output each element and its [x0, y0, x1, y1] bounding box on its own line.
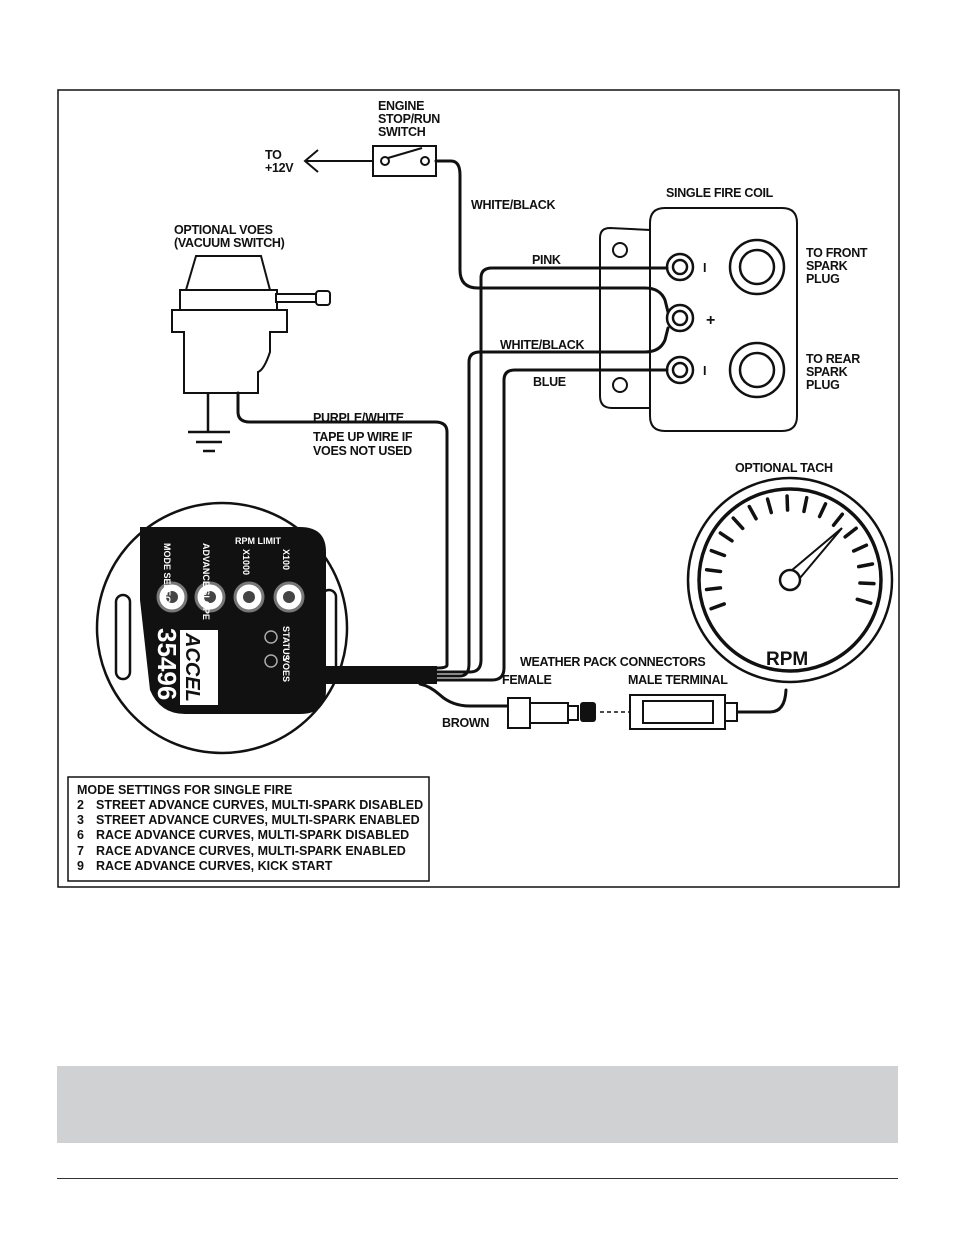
mode-row-text: STREET ADVANCE CURVES, MULTI-SPARK DISAB… [96, 798, 423, 812]
to-front-spark-plug-label-3: PLUG [806, 272, 840, 286]
weather-pack-male [629, 694, 738, 730]
female-label: FEMALE [502, 673, 552, 687]
tach-tick [843, 526, 858, 539]
mode-row-text: STREET ADVANCE CURVES, MULTI-SPARK ENABL… [96, 813, 420, 827]
brown-label: BROWN [442, 716, 489, 730]
tach-tick [817, 502, 828, 519]
tach-tick [704, 568, 723, 574]
white-black-mid-label: WHITE/BLACK [500, 338, 584, 352]
tach-tick [709, 602, 726, 611]
optional-voes-label-2: (VACUUM SWITCH) [174, 236, 285, 250]
optional-tachometer [686, 476, 894, 684]
voes-vacuum-switch [171, 255, 331, 453]
mode-settings-title: MODE SETTINGS FOR SINGLE FIRE [77, 783, 292, 797]
single-fire-coil-label: SINGLE FIRE COIL [666, 186, 774, 200]
to-12v-arrow [303, 149, 373, 173]
weather-pack-female [507, 697, 596, 729]
tach-rpm-label: RPM [766, 649, 808, 670]
weather-pack-label: WEATHER PACK CONNECTORS [520, 655, 705, 669]
optional-voes-label-1: OPTIONAL VOES [174, 223, 273, 237]
coil-terminal-plus-label: + [706, 312, 715, 329]
tach-tick [802, 495, 809, 514]
tach-tick [747, 504, 758, 521]
module-brand-logo: ACCEL [181, 632, 203, 702]
blue-label: BLUE [533, 375, 566, 389]
to-front-spark-plug-label-2: SPARK [806, 259, 848, 273]
to-12v-label-1: TO [265, 148, 282, 162]
to-rear-spark-plug-label-3: PLUG [806, 378, 840, 392]
tach-tick [704, 586, 723, 592]
single-fire-coil [599, 207, 798, 432]
optional-tach-label: OPTIONAL TACH [735, 461, 833, 475]
mode-row-num: 6 [77, 828, 84, 842]
to-rear-spark-plug-label-1: TO REAR [806, 352, 860, 366]
tape-up-label-1: TAPE UP WIRE IF [313, 430, 413, 444]
tach-tick [855, 597, 873, 605]
mode-row-text: RACE ADVANCE CURVES, KICK START [96, 859, 333, 873]
to-front-spark-plug-label-1: TO FRONT [806, 246, 868, 260]
tach-tick [851, 543, 869, 553]
footer-rule [57, 1178, 898, 1179]
coil-terminal-bottom-label: I [703, 364, 706, 378]
dial-label-x100: X100 [281, 549, 291, 570]
status-label: STATUS [281, 626, 291, 661]
rpm-limit-label: RPM LIMIT [235, 536, 281, 546]
engine-switch-label-2: STOP/RUN [378, 112, 440, 126]
mode-row-text: RACE ADVANCE CURVES, MULTI-SPARK ENABLED [96, 844, 406, 858]
dial-label-mode-select: MODE SELECT [162, 543, 172, 609]
pink-label: PINK [532, 253, 561, 267]
engine-switch-label-1: ENGINE [378, 99, 424, 113]
tach-tick [831, 512, 845, 527]
gray-band [57, 1066, 898, 1143]
mode-row-num: 2 [77, 798, 84, 812]
wires [236, 159, 788, 714]
mode-row-num: 3 [77, 813, 84, 827]
tach-tick [856, 562, 875, 569]
mode-row-num: 7 [77, 844, 84, 858]
tape-up-label-2: VOES NOT USED [313, 444, 412, 458]
tach-tick [765, 497, 774, 515]
purple-white-label: PURPLE/WHITE [313, 411, 404, 425]
to-12v-label-2: +12V [265, 161, 294, 175]
voes-led-label: VOES [281, 657, 291, 682]
tach-tick [858, 581, 876, 586]
mode-row-text: RACE ADVANCE CURVES, MULTI-SPARK DISABLE… [96, 828, 409, 842]
coil-terminal-top-label: I [703, 261, 706, 275]
tach-tick [709, 548, 727, 558]
male-terminal-label: MALE TERMINAL [628, 673, 728, 687]
tach-tick [718, 531, 734, 543]
dial-label-x1000: X1000 [241, 549, 251, 575]
module-part-number: 35496 [152, 628, 182, 700]
mode-settings-rows: 2 STREET ADVANCE CURVES, MULTI-SPARK DIS… [77, 798, 423, 873]
tach-tick [731, 516, 745, 531]
dial-label-advance-slope: ADVANCE SLOPE [201, 543, 211, 620]
white-black-top-label: WHITE/BLACK [471, 198, 555, 212]
to-rear-spark-plug-label-2: SPARK [806, 365, 848, 379]
mode-row-num: 9 [77, 859, 84, 873]
engine-stop-run-switch [372, 145, 437, 177]
ignition-module [95, 501, 437, 755]
engine-switch-label-3: SWITCH [378, 125, 426, 139]
mode-settings-box [67, 776, 430, 882]
